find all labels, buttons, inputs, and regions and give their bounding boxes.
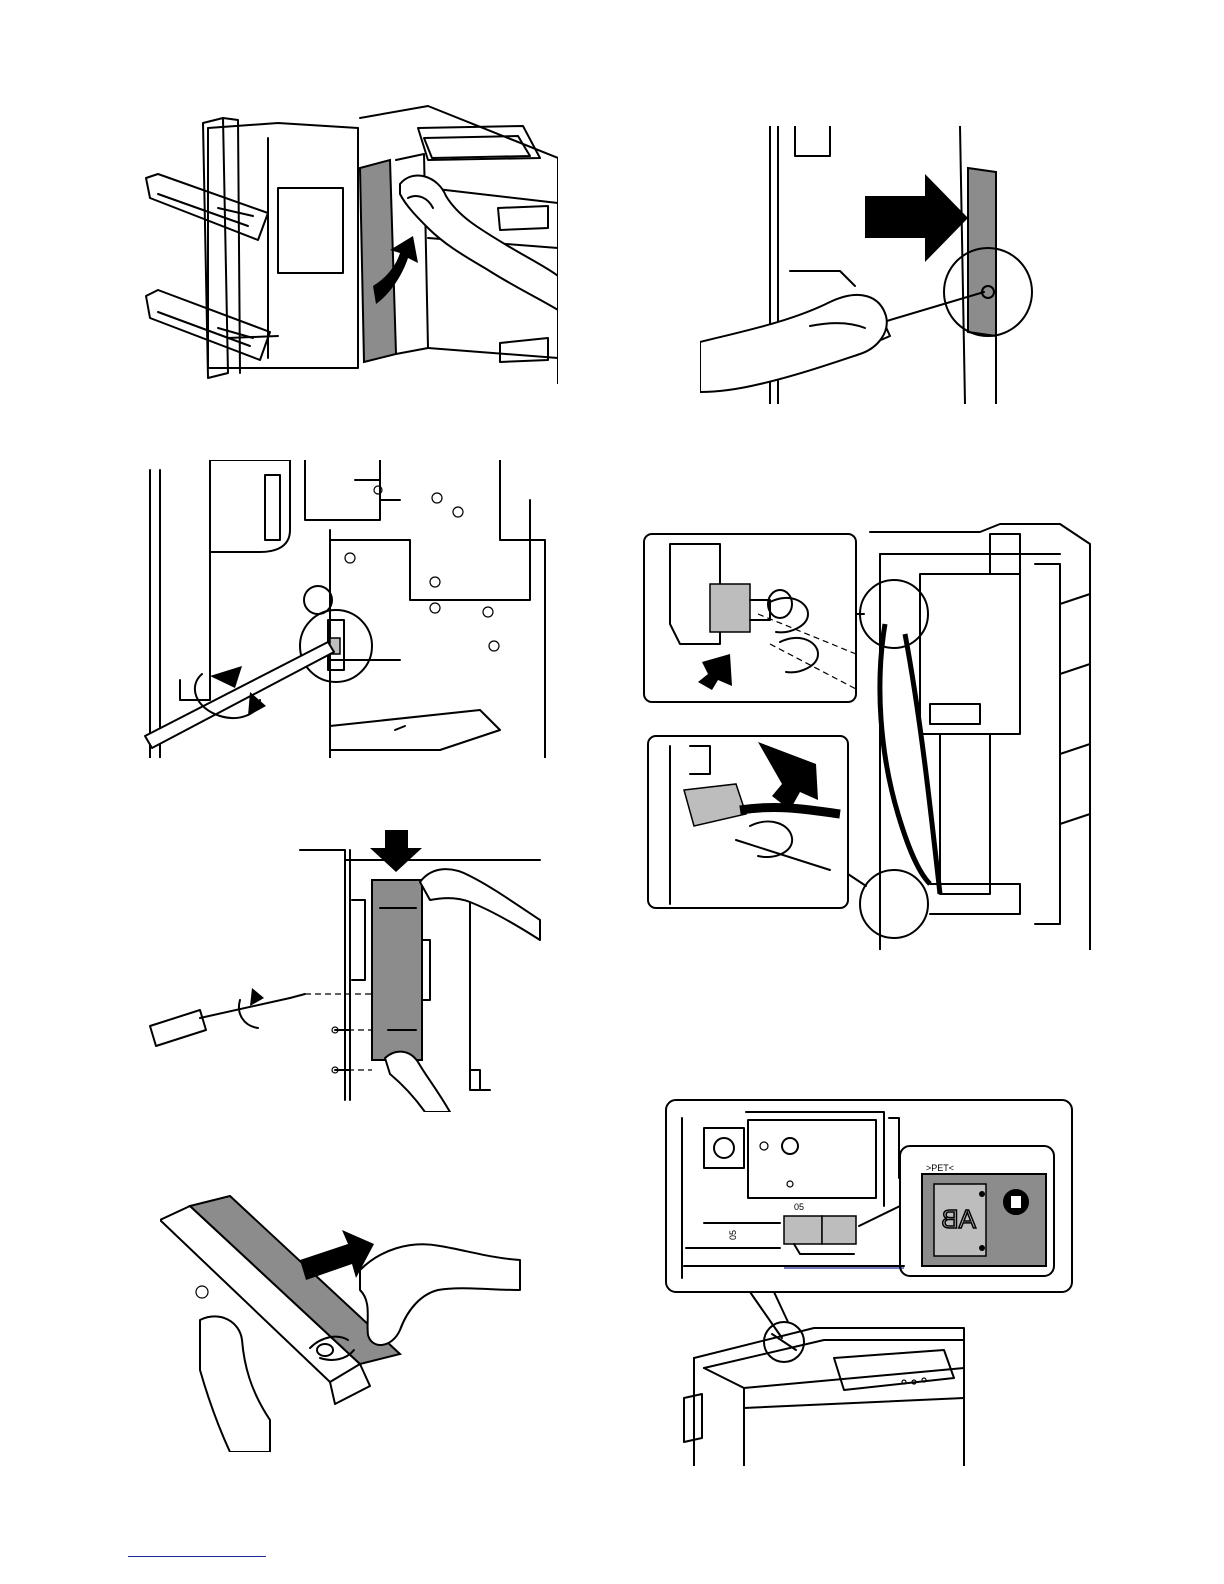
figure-5 bbox=[140, 830, 560, 1112]
code-label-b: 05 bbox=[728, 1230, 738, 1240]
figure-6 bbox=[160, 1190, 530, 1452]
small-tag: >PET< bbox=[926, 1163, 954, 1173]
figure-4 bbox=[640, 514, 1100, 950]
figure-2 bbox=[700, 126, 1040, 404]
cut-cover-with-nippers-illustration bbox=[160, 1190, 530, 1452]
screwdriver-rotate-screw-illustration bbox=[140, 460, 560, 758]
screw-removal-side-panel-illustration bbox=[700, 126, 1040, 404]
connector-disconnect-illustration bbox=[640, 514, 1100, 950]
figure-3 bbox=[140, 460, 560, 758]
label-position-detail-illustration: 05 05 >PET< AB bbox=[664, 1098, 1074, 1466]
figure-1 bbox=[128, 98, 558, 384]
finisher-front-cover-open-illustration bbox=[128, 98, 558, 384]
cover-slide-down-remove-screws-illustration bbox=[140, 830, 560, 1112]
figure-7: 05 05 >PET< AB bbox=[664, 1098, 1074, 1466]
code-label-a: 05 bbox=[794, 1202, 804, 1212]
footer-link-rule[interactable] bbox=[128, 1556, 266, 1557]
mirrored-label-text: AB bbox=[941, 1204, 976, 1234]
